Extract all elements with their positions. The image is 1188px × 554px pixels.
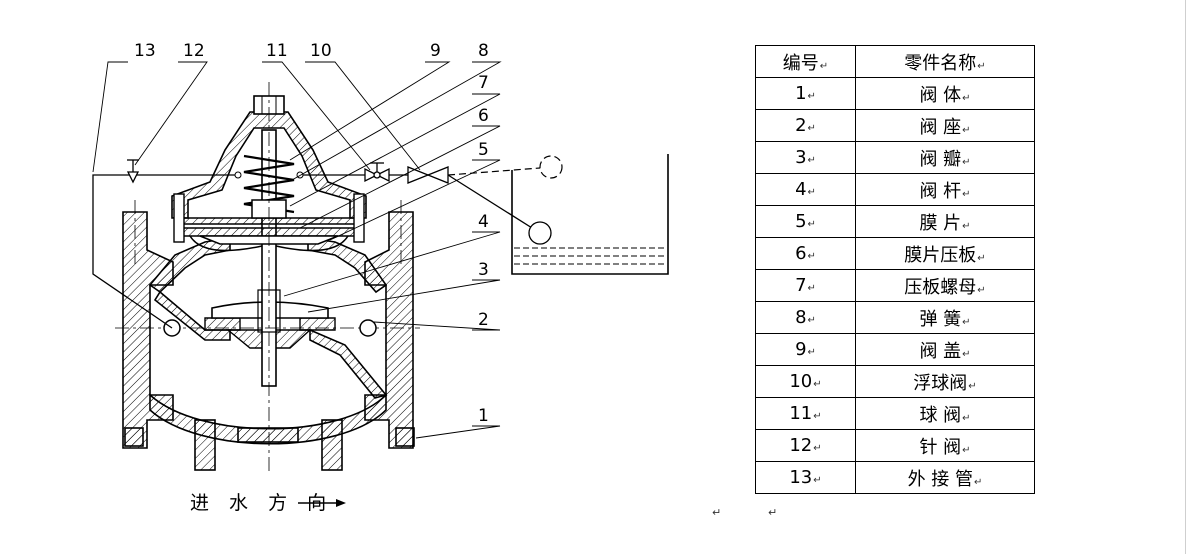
water-level <box>514 247 666 265</box>
part-number-cell: 4↵ <box>755 173 856 206</box>
ball-valve <box>364 162 390 183</box>
part-name-cell: 膜片压板↵ <box>855 237 1035 270</box>
callout-8: 8 <box>478 41 489 61</box>
page-edge <box>1185 0 1186 554</box>
part-name-cell: 浮球阀↵ <box>855 365 1035 398</box>
table-row: 13↵外 接 管↵ <box>755 461 1035 494</box>
callout-7: 7 <box>478 73 489 93</box>
part-name-cell: 阀 盖↵ <box>855 333 1035 366</box>
callout-4: 4 <box>478 212 489 232</box>
valve-cross-section-diagram: 13 12 11 10 9 8 7 6 5 4 3 2 1 进 水 方 向 <box>92 41 669 514</box>
callout-12: 12 <box>183 41 205 61</box>
table-row: 2↵阀 座↵ <box>755 109 1035 142</box>
paragraph-mark: ↵ <box>768 506 778 519</box>
callout-6: 6 <box>478 106 489 126</box>
part-number-cell: 9↵ <box>755 333 856 366</box>
table-row: 8↵弹 簧↵ <box>755 301 1035 334</box>
part-number-cell: 5↵ <box>755 205 856 238</box>
float-valve-alt-position <box>447 155 563 179</box>
float-valve <box>407 166 552 245</box>
callout-3: 3 <box>478 260 489 280</box>
part-number-cell: 3↵ <box>755 141 856 174</box>
part-name-cell: 阀 杆↵ <box>855 173 1035 206</box>
flange-bolts <box>173 193 365 243</box>
part-name-cell: 球 阀↵ <box>855 397 1035 430</box>
header-part-name: 零件名称↵ <box>855 45 1035 78</box>
callout-9: 9 <box>430 41 441 61</box>
table-row: 11↵球 阀↵ <box>755 397 1035 430</box>
callout-10: 10 <box>310 41 332 61</box>
part-name-cell: 压板螺母↵ <box>855 269 1035 302</box>
leader-lines <box>92 61 502 439</box>
table-row: 6↵膜片压板↵ <box>755 237 1035 270</box>
flow-arrow <box>298 499 346 507</box>
part-name-cell: 外 接 管↵ <box>855 461 1035 494</box>
table-row: 1↵阀 体↵ <box>755 77 1035 110</box>
paragraph-mark: ↵ <box>712 506 722 519</box>
table-row: 3↵阀 瓣↵ <box>755 141 1035 174</box>
part-number-cell: 6↵ <box>755 237 856 270</box>
part-name-cell: 阀 座↵ <box>855 109 1035 142</box>
part-name-cell: 阀 体↵ <box>855 77 1035 110</box>
part-name-cell: 膜 片↵ <box>855 205 1035 238</box>
outlet-port <box>359 319 377 337</box>
table-row: 5↵膜 片↵ <box>755 205 1035 238</box>
callout-1: 1 <box>478 406 489 426</box>
part-name-cell: 针 阀↵ <box>855 429 1035 462</box>
part-number-cell: 11↵ <box>755 397 856 430</box>
external-pipe <box>92 174 408 329</box>
callout-5: 5 <box>478 140 489 160</box>
part-number-cell: 13↵ <box>755 461 856 494</box>
part-number-cell: 2↵ <box>755 109 856 142</box>
callout-11: 11 <box>266 41 288 61</box>
table-row: 4↵阀 杆↵ <box>755 173 1035 206</box>
header-number: 编号↵ <box>755 45 856 78</box>
part-number-cell: 1↵ <box>755 77 856 110</box>
table-row: 7↵压板螺母↵ <box>755 269 1035 302</box>
callout-2: 2 <box>478 310 489 330</box>
parts-table: 编号↵ 零件名称↵ 1↵阀 体↵2↵阀 座↵3↵阀 瓣↵4↵阀 杆↵5↵膜 片↵… <box>755 45 1035 494</box>
callout-13: 13 <box>134 41 156 61</box>
flow-direction-label: 进 水 方 向 <box>190 492 333 514</box>
table-row: 12↵针 阀↵ <box>755 429 1035 462</box>
needle-valve <box>126 159 140 184</box>
part-number-cell: 8↵ <box>755 301 856 334</box>
table-header-row: 编号↵ 零件名称↵ <box>755 45 1035 78</box>
valve-body <box>122 211 415 471</box>
table-row: 10↵浮球阀↵ <box>755 365 1035 398</box>
part-name-cell: 弹 簧↵ <box>855 301 1035 334</box>
part-number-cell: 7↵ <box>755 269 856 302</box>
part-number-cell: 10↵ <box>755 365 856 398</box>
part-number-cell: 12↵ <box>755 429 856 462</box>
part-name-cell: 阀 瓣↵ <box>855 141 1035 174</box>
table-row: 9↵阀 盖↵ <box>755 333 1035 366</box>
water-tank <box>511 154 669 275</box>
